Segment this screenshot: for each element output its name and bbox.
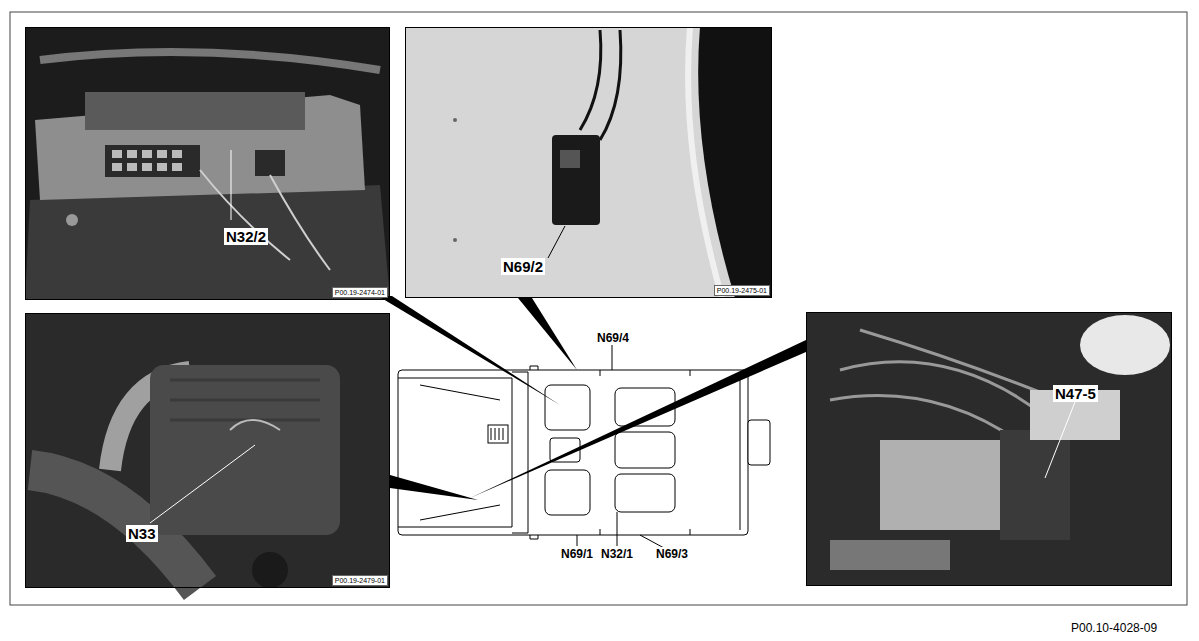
wires bbox=[200, 170, 330, 270]
leader-wedge bbox=[470, 340, 806, 498]
tailgate bbox=[740, 375, 741, 530]
photo-ground bbox=[806, 312, 1172, 586]
grille bbox=[488, 425, 508, 443]
photo-door-module bbox=[405, 27, 772, 298]
mirrors bbox=[530, 366, 538, 539]
photo-engine-module bbox=[25, 313, 390, 588]
leader-line bbox=[548, 226, 565, 258]
leader-line bbox=[617, 512, 618, 546]
photo-panel: N33P00.19-2479-01 bbox=[25, 313, 390, 588]
photo-ground bbox=[25, 313, 390, 588]
cap bbox=[252, 552, 288, 588]
callout-label: N47-5 bbox=[1053, 385, 1098, 402]
photo-panel: N32/2P00.19-2474-01 bbox=[25, 27, 390, 300]
photo-hydraulic-unit bbox=[806, 312, 1172, 586]
photo-ground bbox=[405, 27, 772, 298]
door-frame bbox=[688, 27, 722, 298]
callout-label: N33 bbox=[126, 525, 158, 542]
wires bbox=[580, 30, 621, 140]
leader-wedges bbox=[378, 296, 806, 548]
hydraulic-block bbox=[880, 440, 1000, 530]
bolt bbox=[66, 214, 78, 226]
connector-pins bbox=[112, 150, 182, 171]
photo-panel: N47-5 bbox=[806, 312, 1172, 586]
leader-line bbox=[612, 345, 613, 370]
hood bbox=[398, 378, 512, 527]
vehicle-top-view bbox=[398, 366, 770, 539]
rear-seat bbox=[615, 474, 675, 512]
box-ribs bbox=[170, 380, 320, 420]
leader-line bbox=[231, 150, 232, 220]
tube bbox=[40, 52, 380, 70]
windshield bbox=[512, 372, 528, 533]
wires bbox=[230, 420, 280, 430]
clip bbox=[453, 118, 457, 122]
photo-seat-module bbox=[25, 27, 390, 300]
clip bbox=[453, 238, 457, 242]
module-housing bbox=[85, 92, 305, 130]
callout-label: N69/1 bbox=[560, 547, 594, 561]
front-seat bbox=[545, 385, 590, 430]
photo-ground bbox=[25, 27, 390, 300]
callout-label: N69/2 bbox=[501, 258, 545, 275]
front-seat bbox=[545, 470, 590, 515]
callout-label: N69/4 bbox=[596, 331, 630, 345]
outer-frame bbox=[10, 12, 1187, 605]
leader-line bbox=[1045, 402, 1075, 478]
leader-line bbox=[577, 535, 578, 546]
leader-wedge bbox=[390, 475, 478, 500]
photo-number: P00.19-2479-01 bbox=[332, 575, 388, 586]
reservoir bbox=[1080, 315, 1170, 375]
leader-line bbox=[150, 445, 255, 523]
spare-wheel bbox=[748, 420, 770, 465]
leader-wedge bbox=[518, 298, 577, 370]
callout-label: N32/1 bbox=[600, 547, 634, 561]
figure-number: P00.10-4028-09 bbox=[1070, 621, 1158, 635]
photo-number: P00.19-2475-01 bbox=[714, 285, 770, 296]
rear-seat bbox=[615, 432, 675, 468]
door-lines bbox=[600, 370, 690, 535]
connector bbox=[560, 150, 580, 168]
hood-lines bbox=[420, 385, 500, 520]
carpet bbox=[25, 185, 390, 300]
pipe bbox=[830, 540, 950, 570]
callout-label: N69/3 bbox=[655, 547, 689, 561]
door-module bbox=[552, 135, 600, 225]
control-unit bbox=[1000, 430, 1070, 540]
photo-number: P00.19-2474-01 bbox=[332, 287, 388, 298]
callout-label: N32/2 bbox=[224, 228, 268, 245]
connector-block bbox=[105, 145, 200, 177]
photo-panel: N69/2P00.19-2475-01 bbox=[405, 27, 772, 298]
grille-slats bbox=[491, 428, 503, 440]
module-box bbox=[150, 365, 340, 535]
plug bbox=[255, 150, 285, 176]
